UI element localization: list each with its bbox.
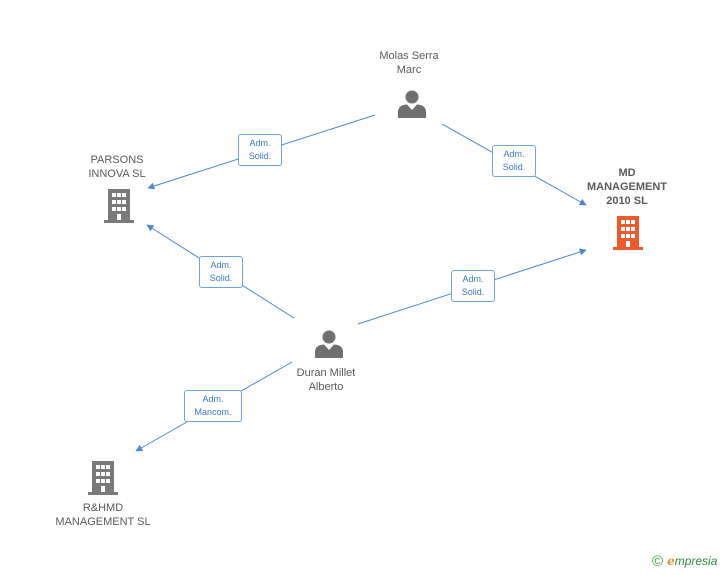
edge-label-duran-rhmd: Adm. Mancom. [184, 390, 242, 422]
node-label-line: Molas Serra [379, 50, 439, 62]
edge-label-molas-md: Adm. Solid. [492, 145, 536, 177]
edge-label-line-2: Solid. [248, 151, 272, 161]
edge-label-molas-parsons: Adm. Solid. [238, 134, 282, 166]
node-label-line: MANAGEMENT SL [55, 516, 151, 528]
node-label-rhmd[interactable]: R&HMD MANAGEMENT SL [48, 501, 158, 529]
node-label-line: Marc [396, 64, 422, 76]
node-label-parsons[interactable]: PARSONS INNOVA SL [67, 153, 167, 181]
building-icon[interactable] [612, 216, 644, 250]
person-icon[interactable] [314, 329, 344, 359]
edge-label-line-1: Adm. [462, 274, 484, 284]
edge-label-line-1: Adm. [503, 149, 525, 159]
empresia-logo: ©empresia [652, 553, 717, 571]
edge-label-line-1: Adm. [210, 260, 232, 270]
brand-e: e [667, 554, 675, 568]
edge-label-line-2: Solid. [209, 273, 233, 283]
node-label-line: Duran Millet [296, 367, 356, 379]
brand-name: mpresia [674, 554, 718, 568]
edge-label-line-2: Solid. [461, 287, 485, 297]
node-label-line: R&HMD [82, 502, 124, 514]
edge-label-duran-parsons: Adm. Solid. [199, 256, 243, 288]
node-label-line: INNOVA SL [88, 168, 146, 180]
node-label-duran[interactable]: Duran Millet Alberto [276, 366, 376, 394]
edge-label-line-2: Solid. [502, 162, 526, 172]
node-label-line: 2010 SL [606, 195, 648, 207]
node-label-line: Alberto [308, 381, 344, 393]
building-icon[interactable] [104, 189, 134, 223]
person-icon[interactable] [397, 89, 427, 119]
edge-label-duran-md: Adm. Solid. [451, 270, 495, 302]
node-label-line: MANAGEMENT [586, 181, 668, 193]
edge-label-line-1: Adm. [202, 394, 224, 404]
building-icon[interactable] [88, 461, 118, 495]
edge-label-line-2: Mancom. [194, 407, 232, 417]
node-label-line: MD [618, 167, 636, 179]
node-label-md[interactable]: MD MANAGEMENT 2010 SL [576, 166, 678, 208]
edge-label-line-1: Adm. [249, 138, 271, 148]
copyright-icon: © [652, 553, 664, 570]
node-label-line: PARSONS [90, 154, 144, 166]
node-label-molas[interactable]: Molas Serra Marc [359, 49, 459, 77]
